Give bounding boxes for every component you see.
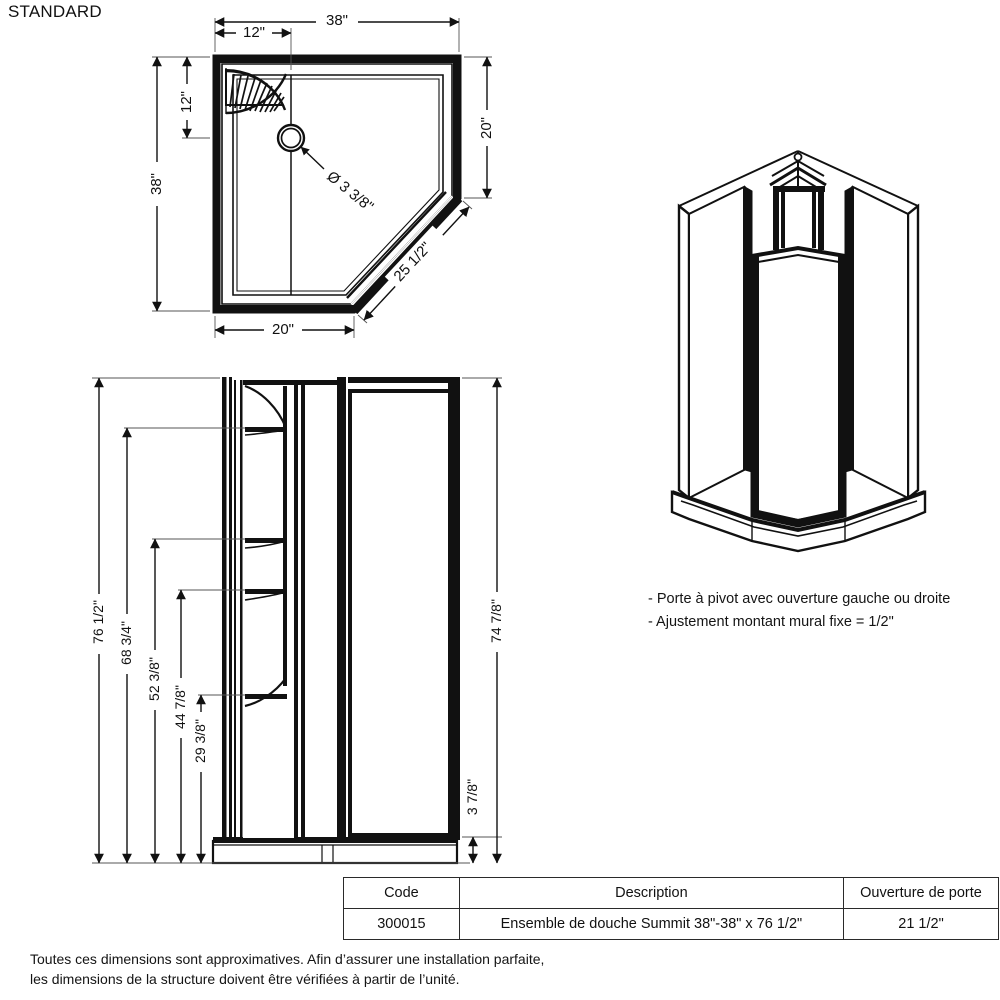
cell-code: 300015 <box>343 908 460 940</box>
page-title: STANDARD <box>8 2 102 21</box>
cell-door-opening: 21 1/2" <box>843 908 999 940</box>
iso-door-header <box>769 152 827 256</box>
dim-elev-base-height: 3 7/8" <box>464 779 480 815</box>
header-door-opening: Ouverture de porte <box>843 877 999 909</box>
plan-diagonal-ext-lines <box>357 200 473 324</box>
isometric-view-group <box>670 150 927 553</box>
header-code: Code <box>343 877 460 909</box>
plan-drain-leader <box>300 146 325 170</box>
iso-left-return <box>688 185 745 500</box>
footnote: Toutes ces dimensions sont approximative… <box>30 950 670 990</box>
header-description: Description <box>458 877 845 909</box>
elevation-center-mullion <box>294 380 305 838</box>
elevation-door-right-frame <box>457 377 460 840</box>
footnote-line-1: Toutes ces dimensions sont approximative… <box>30 951 545 967</box>
dim-plan-left-partial: 12" <box>178 91 195 113</box>
elevation-left-panel <box>222 377 243 840</box>
plan-corner-seat <box>225 68 288 115</box>
elevation-left-wall-body <box>243 380 295 838</box>
dim-plan-right-partial: 20" <box>478 117 495 139</box>
dim-elev-overall-height: 76 1/2" <box>90 600 106 644</box>
elevation-shelf-group <box>244 384 288 708</box>
dim-elev-h3: 52 3/8" <box>146 657 162 701</box>
dim-plan-top-partial: 12" <box>243 24 265 41</box>
spec-table: Code Description Ouverture de porte 3000… <box>343 877 999 940</box>
elevation-left-top-rail <box>243 380 338 385</box>
table-header-row: Code Description Ouverture de porte <box>343 877 999 909</box>
footnote-line-2: les dimensions de la structure doivent ê… <box>30 970 460 987</box>
plan-extension-lines <box>152 18 492 338</box>
dim-elev-door-height: 74 7/8" <box>488 599 504 643</box>
dim-plan-bottom-partial: 20" <box>272 321 294 338</box>
elevation-view-group: 76 1/2" 68 3/4" 52 3/8" 44 7/8" 29 3/8" … <box>90 377 507 865</box>
dim-plan-top-overall: 38" <box>326 12 348 29</box>
iso-base-plinth <box>670 490 927 553</box>
elevation-base-cap <box>213 837 457 843</box>
plan-drain <box>276 123 306 153</box>
elevation-door-panel <box>348 377 458 840</box>
isometric-notes: - Porte à pivot avec ouverture gauche ou… <box>648 588 988 635</box>
iso-door-panel <box>750 245 847 528</box>
iso-right-return <box>852 185 909 500</box>
dim-drain-diameter: Ø 3 3/8" <box>323 168 376 216</box>
dim-elev-h2: 68 3/4" <box>118 621 134 665</box>
note-line-2: - Ajustement montant mural fixe = 1/2" <box>648 614 894 631</box>
plan-view-group: Ø 3 3/8" 38" 12" <box>147 11 496 338</box>
dim-elev-h5: 29 3/8" <box>192 719 208 763</box>
elevation-base-plinth <box>211 839 459 865</box>
table-row: 300015 Ensemble de douche Summit 38"-38"… <box>343 908 999 940</box>
cell-description: Ensemble de douche Summit 38"-38" x 76 1… <box>458 908 845 940</box>
elevation-door-left-jamb <box>337 377 346 840</box>
dim-plan-left-overall: 38" <box>148 173 165 195</box>
note-line-1: - Porte à pivot avec ouverture gauche ou… <box>648 591 951 607</box>
dim-elev-h4: 44 7/8" <box>172 685 188 729</box>
